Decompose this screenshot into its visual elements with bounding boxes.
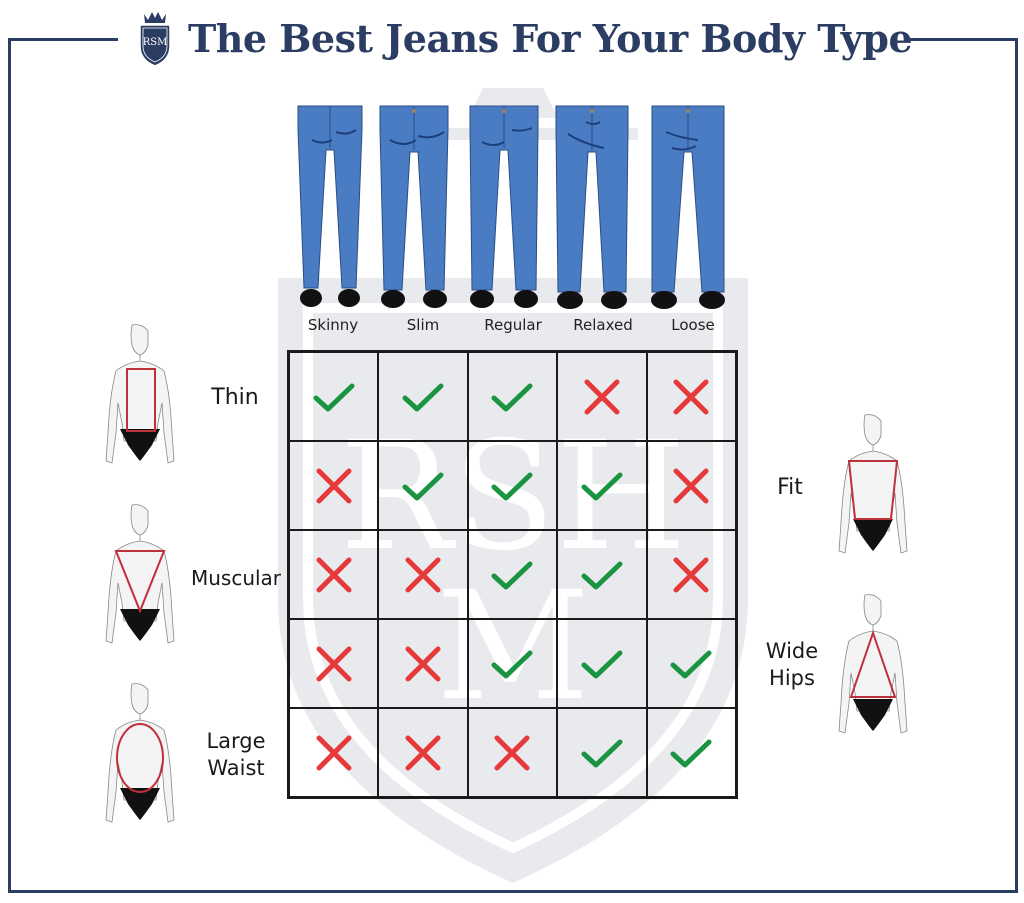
grid-cell	[557, 441, 647, 530]
cross-icon	[673, 468, 709, 503]
grid-cell	[646, 441, 736, 530]
grid-cell	[557, 619, 647, 708]
check-icon	[581, 739, 623, 767]
body-type-label-large-waist: Large Waist	[200, 728, 272, 782]
column-label-slim: Slim	[406, 316, 440, 334]
page-header: RSM The Best Jeans For Your Body Type	[136, 6, 913, 70]
grid-cell	[467, 619, 558, 708]
svg-text:RSH: RSH	[340, 410, 687, 584]
check-icon	[491, 383, 533, 411]
grid-cell	[557, 352, 647, 441]
wide-hips-line2: Hips	[769, 666, 815, 690]
grid-cell	[646, 530, 736, 619]
large-waist-line1: Large	[206, 729, 266, 753]
check-icon	[670, 650, 712, 678]
check-icon	[581, 472, 623, 500]
grid-cell	[378, 352, 468, 441]
jean-fit-labels: Skinny Slim Regular Relaxed Loose	[288, 316, 738, 334]
grid-cell	[289, 619, 379, 708]
page-title: The Best Jeans For Your Body Type	[188, 15, 913, 61]
grid-cell	[646, 708, 736, 797]
cross-icon	[316, 735, 352, 770]
cross-icon	[673, 557, 709, 592]
grid-cell	[378, 530, 468, 619]
grid-cell	[289, 352, 379, 441]
large-waist-body-figure-icon	[105, 683, 175, 823]
svg-text:RSM: RSM	[143, 37, 168, 48]
rsm-shield-logo-icon: RSM	[139, 12, 171, 67]
jeans-illustrations	[288, 100, 740, 312]
fit-body-figure-icon	[838, 414, 908, 554]
check-icon	[402, 472, 444, 500]
grid-cell	[467, 441, 558, 530]
grid-cell	[289, 441, 379, 530]
regular-jeans-icon	[469, 105, 539, 308]
grid-cell	[378, 441, 468, 530]
column-label-relaxed: Relaxed	[573, 316, 633, 334]
cross-icon	[316, 557, 352, 592]
body-type-label-wide-hips: Wide Hips	[760, 638, 824, 692]
check-icon	[402, 383, 444, 411]
column-label-skinny: Skinny	[307, 316, 359, 334]
grid-cell	[289, 530, 379, 619]
grid-cell	[646, 352, 736, 441]
grid-cell	[289, 708, 379, 797]
body-type-label-fit: Fit	[777, 475, 803, 500]
check-icon	[491, 650, 533, 678]
check-icon	[491, 561, 533, 589]
column-label-regular: Regular	[484, 316, 542, 334]
grid-cell	[467, 352, 558, 441]
fit-matrix-grid	[287, 350, 738, 799]
grid-cell	[467, 530, 558, 619]
muscular-body-figure-icon	[105, 504, 175, 644]
body-type-label-thin: Thin	[211, 385, 259, 410]
relaxed-jeans-icon	[555, 105, 629, 309]
frame-top-left-line	[8, 38, 118, 41]
svg-text:M: M	[436, 560, 590, 734]
slim-jeans-icon	[379, 105, 449, 308]
skinny-jeans-icon	[297, 105, 363, 307]
grid-cell	[467, 708, 558, 797]
column-label-loose: Loose	[671, 316, 715, 334]
check-icon	[491, 472, 533, 500]
body-type-label-muscular: Muscular	[190, 566, 282, 590]
grid-cell	[378, 708, 468, 797]
cross-icon	[584, 379, 620, 414]
cross-icon	[405, 557, 441, 592]
frame-left-border	[8, 38, 11, 893]
grid-cell	[557, 530, 647, 619]
check-icon	[670, 739, 712, 767]
grid-cell	[378, 619, 468, 708]
cross-icon	[494, 735, 530, 770]
large-waist-line2: Waist	[207, 756, 265, 780]
cross-icon	[405, 646, 441, 681]
cross-icon	[316, 646, 352, 681]
cross-icon	[316, 468, 352, 503]
frame-bottom-border	[8, 890, 1018, 893]
frame-right-border	[1015, 38, 1018, 893]
check-icon	[581, 561, 623, 589]
check-icon	[581, 650, 623, 678]
thin-body-figure-icon	[105, 324, 175, 464]
wide-hips-body-figure-icon	[838, 594, 908, 734]
loose-jeans-icon	[651, 105, 725, 309]
grid-cell	[646, 619, 736, 708]
check-icon	[313, 383, 355, 411]
wide-hips-line1: Wide	[765, 639, 819, 663]
cross-icon	[405, 735, 441, 770]
frame-top-right-line	[906, 38, 1018, 41]
grid-cell	[557, 708, 647, 797]
cross-icon	[673, 379, 709, 414]
